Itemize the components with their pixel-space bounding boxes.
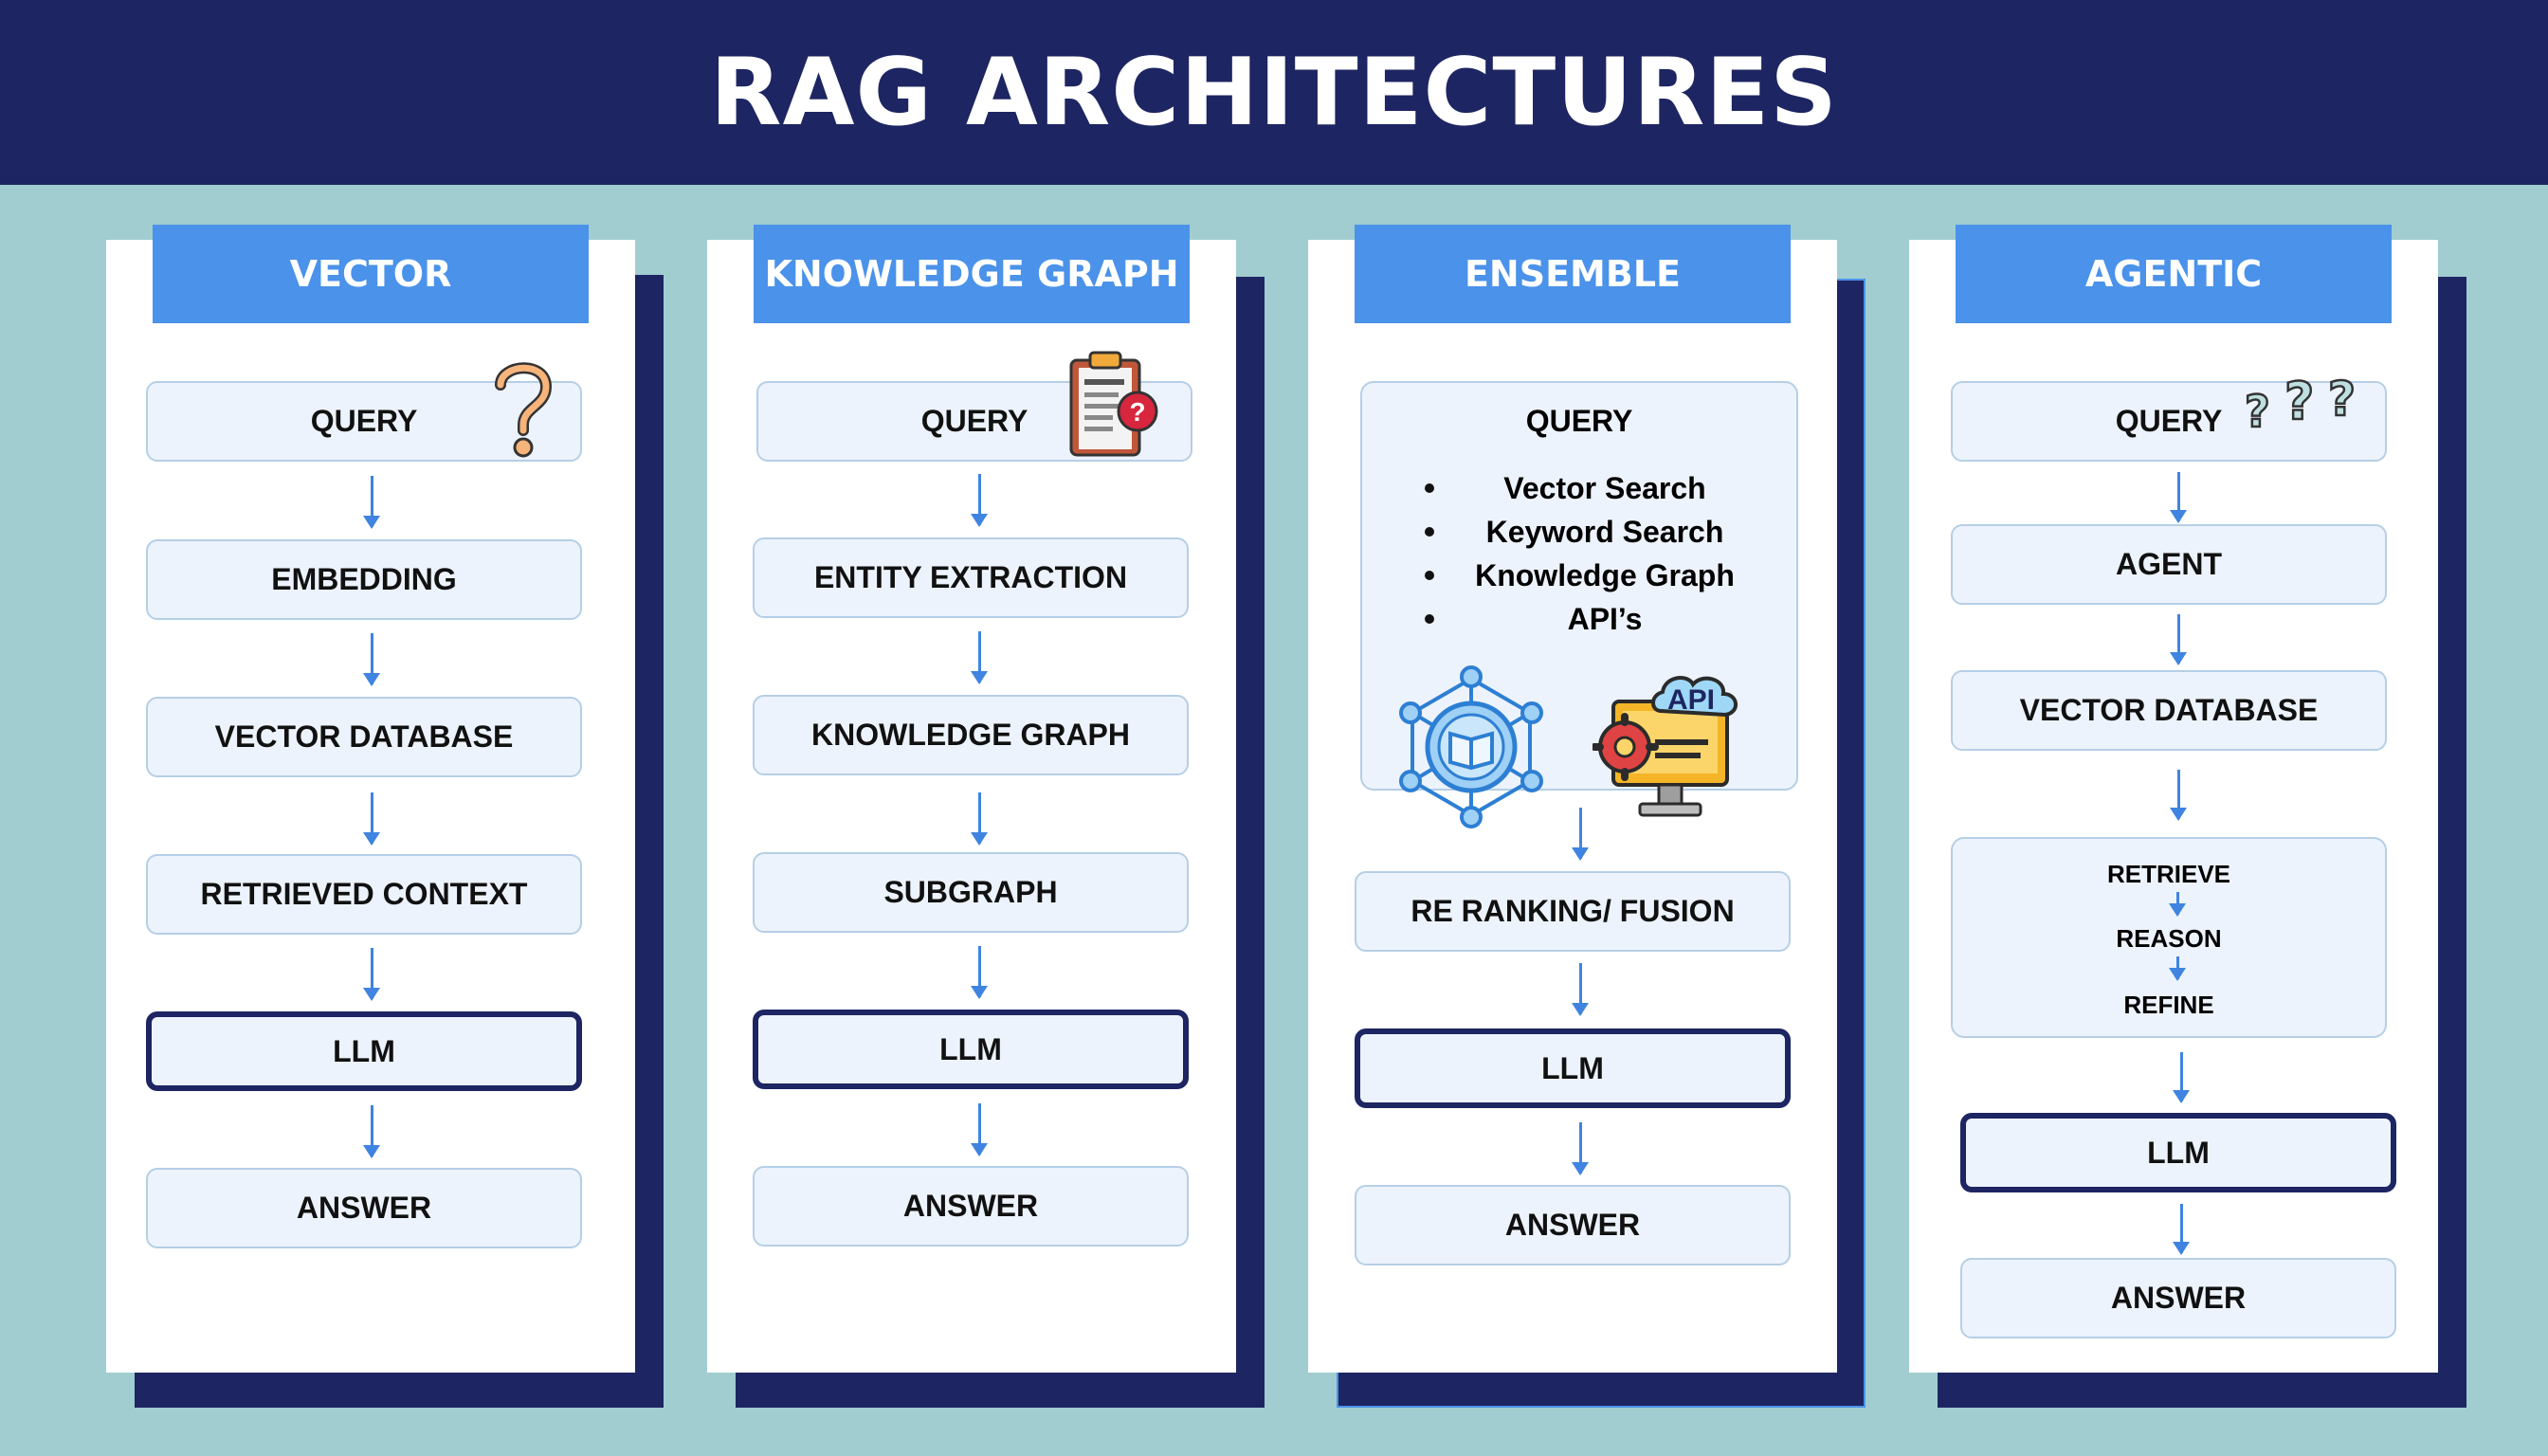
flow-arrow (971, 946, 988, 999)
question-mark-icon (495, 362, 553, 458)
agentic-step-query: QUERY (1951, 381, 2387, 462)
flow-arrow (971, 792, 988, 846)
question-marks-icon: ? ? ? (2244, 371, 2357, 436)
flow-arrow (2170, 770, 2187, 821)
kg-step-entity-extraction: ENTITY EXTRACTION (753, 537, 1189, 618)
flow-arrow (971, 631, 988, 684)
ensemble-source-list: Vector Search Keyword Search Knowledge G… (1425, 466, 1738, 641)
knowledge-network-icon (1399, 665, 1543, 828)
loop-step-reason: REASON (2116, 924, 2222, 953)
flow-arrow (971, 1103, 988, 1156)
flow-arrow (1572, 963, 1589, 1016)
flow-arrow (2173, 1204, 2190, 1255)
page-title: RAG ARCHITECTURES (710, 38, 1838, 147)
ensemble-step-answer: ANSWER (1355, 1185, 1791, 1265)
flow-arrow (971, 474, 988, 527)
flow-arrow (363, 948, 380, 1001)
column-title-agentic: AGENTIC (1956, 225, 2392, 323)
list-item: API’s (1425, 597, 1738, 641)
ensemble-step-re-ranking-fusion: RE RANKING/ FUSION (1355, 871, 1791, 952)
flow-arrow (1572, 1122, 1589, 1175)
vector-step-embedding: EMBEDDING (146, 539, 582, 620)
flow-arrow (2170, 472, 2187, 523)
api-label: API (1667, 684, 1715, 716)
kg-step-llm: LLM (753, 1010, 1189, 1089)
flow-arrow (2173, 1052, 2190, 1103)
svg-text:?: ? (2284, 372, 2314, 431)
agentic-step-vector-database: VECTOR DATABASE (1951, 670, 2387, 751)
flow-arrow (2170, 614, 2187, 665)
vector-step-query: QUERY (146, 381, 582, 462)
column-title-knowledge-graph: KNOWLEDGE GRAPH (754, 225, 1190, 323)
flow-arrow (363, 633, 380, 686)
ensemble-step-llm: LLM (1355, 1028, 1791, 1108)
svg-text:?: ? (1129, 397, 1145, 427)
kg-step-knowledge-graph: KNOWLEDGE GRAPH (753, 695, 1189, 775)
svg-text:?: ? (2328, 372, 2356, 427)
list-item: Keyword Search (1425, 510, 1738, 554)
loop-step-retrieve: RETRIEVE (2106, 860, 2231, 888)
flow-arrow (1572, 808, 1589, 861)
agentic-step-agent: AGENT (1951, 524, 2387, 605)
header-bar: RAG ARCHITECTURES (0, 0, 2548, 185)
column-title-vector: VECTOR (153, 225, 589, 323)
vector-step-vector-database: VECTOR DATABASE (146, 697, 582, 777)
flow-arrow (363, 1105, 380, 1158)
loop-step-refine: REFINE (2123, 991, 2214, 1019)
kg-step-subgraph: SUBGRAPH (753, 852, 1189, 933)
vector-step-llm: LLM (146, 1011, 582, 1091)
clipboard-question-icon: ? (1069, 351, 1158, 457)
agentic-step-llm: LLM (1960, 1113, 2396, 1192)
flow-arrow (363, 792, 380, 846)
flow-arrow (2169, 892, 2186, 917)
list-item: Knowledge Graph (1425, 554, 1738, 597)
vector-step-answer: ANSWER (146, 1168, 582, 1248)
agentic-loop-panel: RETRIEVE REASON REFINE (1951, 837, 2387, 1038)
ensemble-query-label: QUERY (1525, 404, 1633, 438)
vector-step-retrieved-context: RETRIEVED CONTEXT (146, 854, 582, 935)
flow-arrow (363, 476, 380, 529)
agentic-step-answer: ANSWER (1960, 1258, 2396, 1338)
api-monitor-icon: API (1592, 676, 1738, 817)
flow-arrow (2169, 956, 2186, 981)
svg-text:?: ? (2245, 386, 2270, 436)
column-title-ensemble: ENSEMBLE (1355, 225, 1791, 323)
kg-step-answer: ANSWER (753, 1166, 1189, 1247)
list-item: Vector Search (1425, 466, 1738, 510)
